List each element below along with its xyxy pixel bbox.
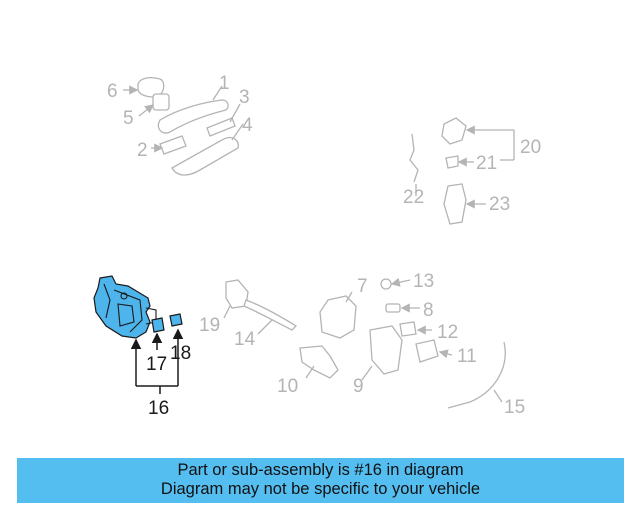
banner-line-2: Diagram may not be specific to your vehi…	[160, 480, 481, 498]
part-20-bracket	[441, 117, 467, 145]
callout-23: 23	[489, 194, 510, 215]
callout-18: 18	[170, 343, 191, 364]
part-2-gasket	[159, 135, 187, 155]
callout-22: 22	[403, 187, 424, 208]
callout-6: 6	[107, 81, 118, 102]
callout-3: 3	[239, 87, 250, 108]
callout-9: 9	[353, 376, 364, 397]
part-16-leaders	[130, 328, 184, 394]
part-15-cable	[447, 341, 506, 409]
part-12-bolt	[399, 321, 417, 337]
callout-2: 2	[137, 140, 148, 161]
part-7-latch	[319, 295, 357, 339]
lock-rod-group	[409, 117, 515, 225]
callout-12: 12	[437, 322, 458, 343]
callout-17: 17	[146, 354, 167, 375]
latch-group	[223, 277, 506, 409]
callout-10: 10	[277, 376, 298, 397]
callout-20: 20	[520, 137, 541, 158]
callout-15: 15	[504, 397, 525, 418]
callout-21: 21	[476, 153, 497, 174]
callout-8: 8	[423, 300, 434, 321]
part-13-bolt	[380, 278, 392, 290]
part-6-handle-cap	[137, 77, 165, 98]
part-22-rod	[409, 133, 419, 183]
part-1-handle	[157, 99, 229, 134]
part-10-bracket	[299, 345, 339, 379]
callout-labels: 1 2 3 4 5 6 7 8 9 10 11 12 13 14 15 16 1…	[107, 73, 541, 419]
part-18-clip[interactable]	[169, 313, 183, 327]
part-9-latch	[369, 325, 403, 375]
outside-handle-group	[123, 77, 244, 176]
callout-5: 5	[123, 108, 134, 129]
part-23-bracket	[443, 183, 467, 225]
part-16-lock-actuator-assembly[interactable]	[93, 275, 157, 339]
part-5-pad	[152, 93, 170, 111]
callout-11: 11	[457, 346, 477, 367]
part-4-bracket	[171, 136, 239, 176]
info-banner: Part or sub-assembly is #16 in diagram D…	[17, 458, 624, 503]
callout-1: 1	[219, 73, 230, 94]
callout-14: 14	[234, 329, 256, 350]
part-21-clip	[445, 155, 459, 169]
part-17-bushing[interactable]	[151, 317, 165, 333]
part-11-bracket	[415, 339, 439, 363]
callout-7: 7	[357, 276, 368, 297]
callout-13: 13	[413, 271, 434, 292]
callout-16: 16	[148, 398, 169, 419]
callout-19: 19	[199, 315, 220, 336]
callout-4: 4	[242, 115, 253, 136]
part-14-rod	[243, 299, 298, 331]
part-3-gasket	[206, 117, 236, 137]
part-8-screw	[385, 303, 401, 313]
banner-line-1: Part or sub-assembly is #16 in diagram	[177, 461, 464, 479]
